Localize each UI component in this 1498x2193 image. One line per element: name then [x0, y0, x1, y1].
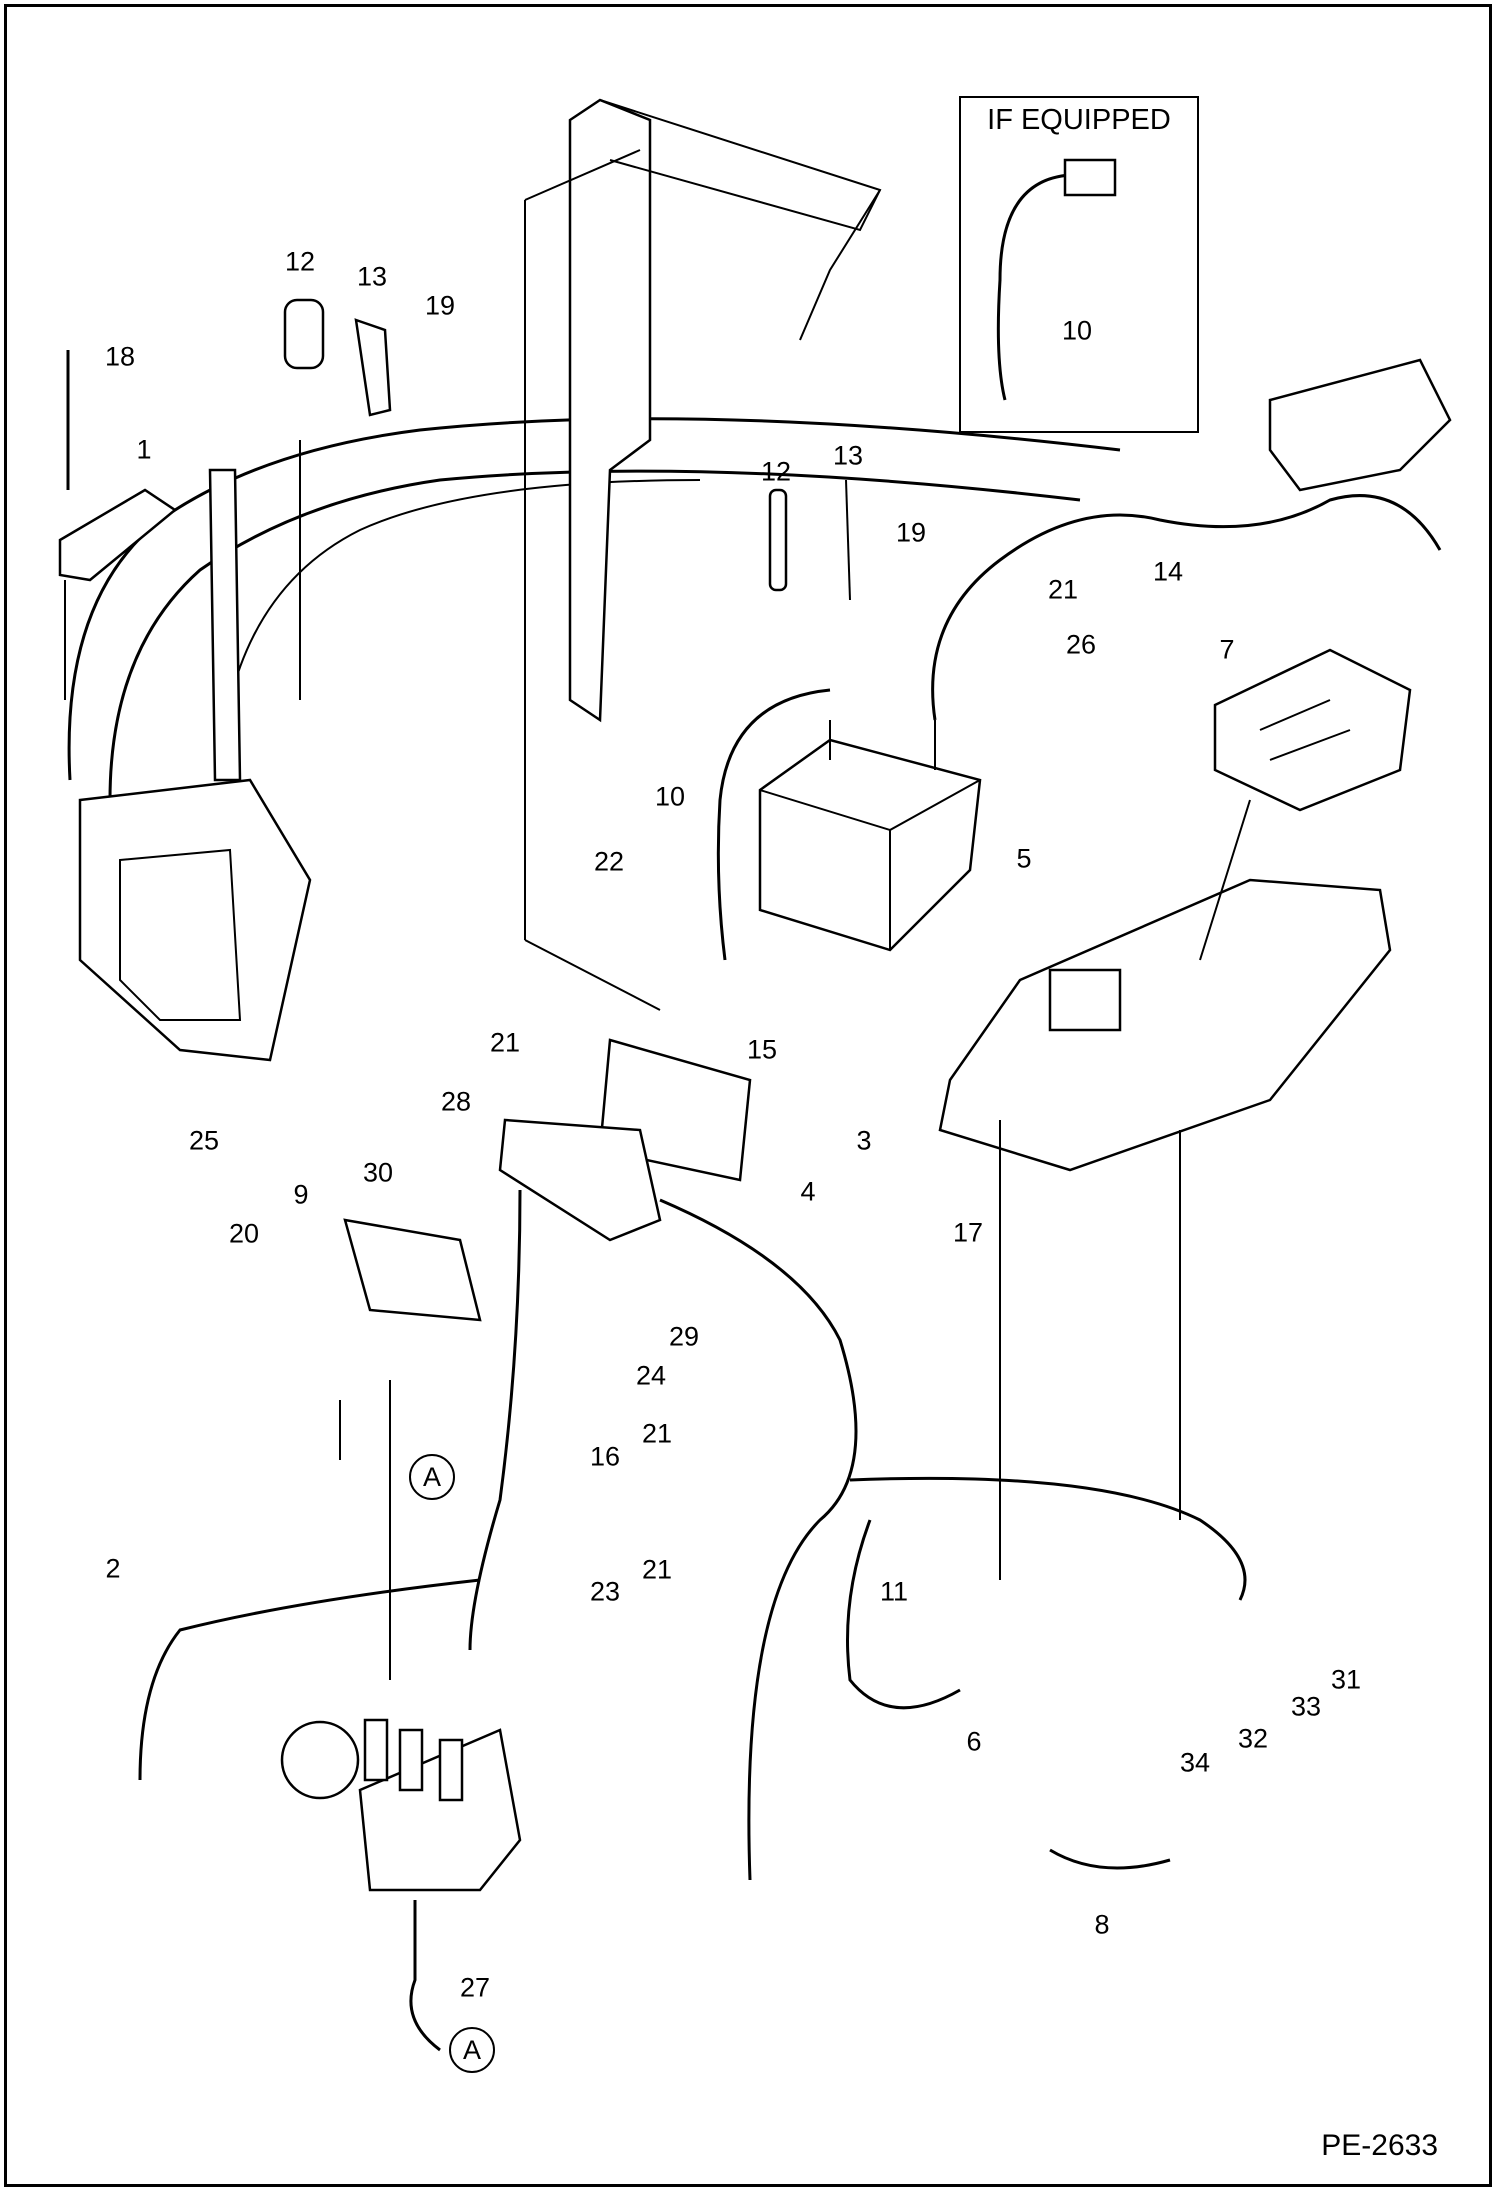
callout-8: 8: [1094, 1909, 1110, 1940]
main-harness: [468, 1189, 522, 1651]
starter-motor: [1268, 358, 1452, 492]
instrument-panel: [1213, 648, 1412, 812]
callout-19: 19: [424, 290, 456, 321]
callout-15: 15: [746, 1034, 778, 1065]
callout-27: 27: [459, 1972, 491, 2003]
console: [938, 878, 1392, 1172]
callout-22: 22: [593, 846, 625, 877]
callout-29: 29: [668, 1321, 700, 1352]
callout-7: 7: [1219, 634, 1235, 665]
inset-title: IF EQUIPPED: [987, 104, 1171, 136]
callout-28: 28: [440, 1086, 472, 1117]
cab-frame: [67, 417, 1121, 781]
diagram-border: [4, 4, 1492, 2187]
callout-17: 17: [952, 1217, 984, 1248]
callout-16: 16: [589, 1441, 621, 1472]
rear-upright: [568, 98, 652, 723]
callout-13: 13: [356, 261, 388, 292]
callout-21: 21: [641, 1418, 673, 1449]
inset-box: [959, 96, 1199, 433]
callout-30: 30: [362, 1157, 394, 1188]
callout-4: 4: [800, 1176, 816, 1207]
grommet-upper: [283, 298, 325, 370]
bracket-upper: [354, 318, 392, 417]
callout-10: 10: [654, 781, 686, 812]
callout-12: 12: [760, 456, 792, 487]
callout-9: 9: [293, 1179, 309, 1210]
callout-21: 21: [489, 1027, 521, 1058]
callout-32: 32: [1237, 1723, 1269, 1754]
callout-26: 26: [1065, 629, 1097, 660]
callout-34: 34: [1179, 1747, 1211, 1778]
callout-13: 13: [832, 440, 864, 471]
connector-ref-a: A: [449, 2027, 495, 2073]
callout-11: 11: [879, 1576, 909, 1607]
battery: [758, 738, 982, 952]
grab-handle: [58, 488, 178, 582]
battery-cable: [931, 494, 1442, 721]
callout-12: 12: [284, 246, 316, 277]
callout-21: 21: [1047, 574, 1079, 605]
callout-5: 5: [1016, 843, 1032, 874]
callout-24: 24: [635, 1360, 667, 1391]
callout-23: 23: [589, 1576, 621, 1607]
solenoid-valve-block: [358, 1728, 522, 1892]
callout-33: 33: [1290, 1691, 1322, 1722]
callout-3: 3: [856, 1125, 872, 1156]
callout-25: 25: [188, 1125, 220, 1156]
callout-20: 20: [228, 1218, 260, 1249]
callout-10: 10: [1061, 315, 1093, 346]
callout-31: 31: [1330, 1664, 1362, 1695]
callout-1: 1: [136, 434, 152, 465]
connector-ref-a: A: [409, 1454, 455, 1500]
callout-19: 19: [895, 517, 927, 548]
callout-2: 2: [105, 1553, 121, 1584]
callout-6: 6: [966, 1726, 982, 1757]
fuse-box-cover: [343, 1218, 482, 1322]
side-panel: [78, 778, 312, 1062]
side-bracket: [208, 468, 242, 782]
callout-14: 14: [1152, 556, 1184, 587]
fuse-panel: [498, 1118, 662, 1242]
sub-harness: [846, 1519, 961, 1710]
diagram-reference-number: PE-2633: [1321, 2129, 1438, 2162]
callout-21: 21: [641, 1554, 673, 1585]
callout-18: 18: [104, 341, 136, 372]
